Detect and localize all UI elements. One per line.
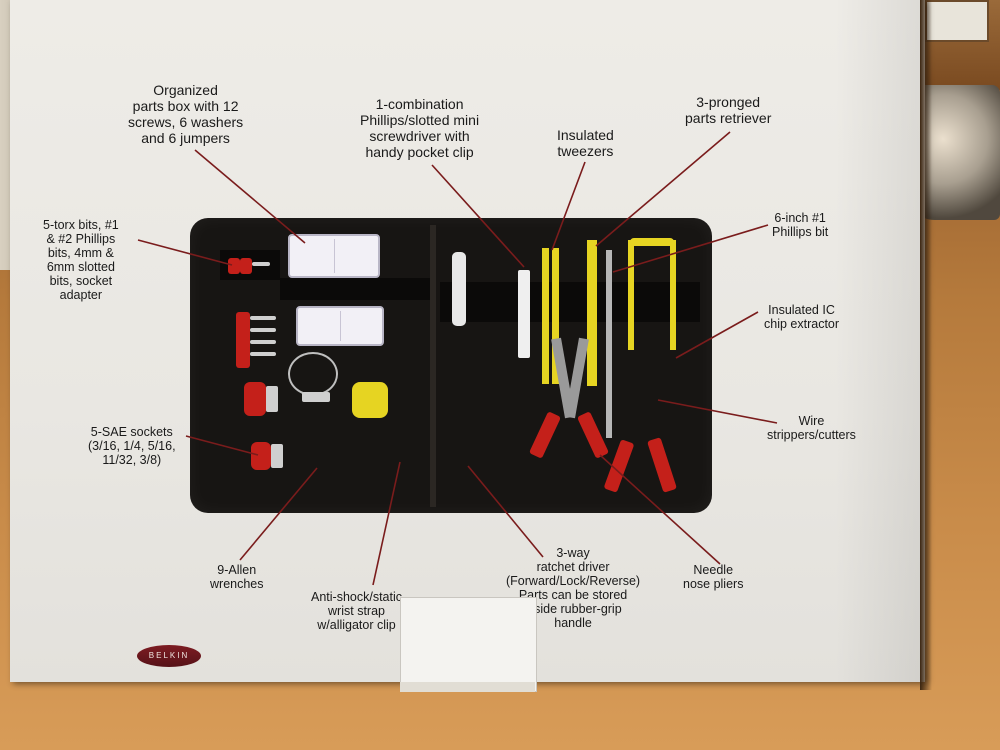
ic-extractor-right xyxy=(670,240,676,350)
label-ratchet-driver: 3-way ratchet driver (Forward/Lock/Rever… xyxy=(506,546,641,630)
socket-silver xyxy=(266,386,278,412)
bit-set xyxy=(236,312,250,368)
ratchet-driver xyxy=(518,270,530,358)
price-sticker xyxy=(400,597,537,692)
label-phillips-bit: 6-inch #1 Phillips bit xyxy=(772,211,829,239)
wrist-strap-pad xyxy=(352,382,388,418)
label-torx-bits: 5-torx bits, #1 & #2 Phillips bits, 4mm … xyxy=(43,218,119,302)
bit-shaft xyxy=(252,262,270,266)
bit-shaft xyxy=(250,352,276,356)
box-edge-shading xyxy=(835,0,925,682)
parts-strap xyxy=(280,278,430,300)
wrist-strap-coil xyxy=(288,352,338,396)
sae-socket-silver xyxy=(271,444,283,468)
brand-logo: BELKIN xyxy=(137,645,201,667)
tweezers-right xyxy=(552,248,559,384)
bit-shaft xyxy=(250,316,276,320)
torx-bit xyxy=(228,258,240,274)
parts-box-top xyxy=(288,234,380,278)
bit-shaft xyxy=(250,340,276,344)
label-parts-retriever: 3-pronged parts retriever xyxy=(685,94,772,126)
box-shadow xyxy=(920,0,932,690)
ic-extractor-top xyxy=(630,238,674,246)
tweezers-left xyxy=(542,248,549,384)
label-needle-nose: Needle nose pliers xyxy=(683,563,744,591)
allen-wrenches xyxy=(302,392,330,402)
bit-shaft xyxy=(250,328,276,332)
box-flap xyxy=(400,682,535,692)
picture-frame xyxy=(925,0,989,42)
label-allen-wrenches: 9-Allen wrenches xyxy=(210,563,264,591)
label-wrist-strap: Anti-shock/static wrist strap w/alligato… xyxy=(311,590,403,632)
socket-red xyxy=(244,382,266,416)
mini-screwdriver xyxy=(452,252,466,326)
case-zipper xyxy=(430,225,436,507)
label-wire-strippers: Wire strippers/cutters xyxy=(767,414,856,442)
label-ic-extractor: Insulated IC chip extractor xyxy=(764,303,840,331)
sae-socket xyxy=(251,442,271,470)
torx-bit xyxy=(240,258,252,274)
label-combination-screwdriver: 1-combination Phillips/slotted mini scre… xyxy=(360,96,480,160)
label-sae-sockets: 5-SAE sockets (3/16, 1/4, 5/16, 11/32, 3… xyxy=(88,425,176,467)
parts-box-bottom xyxy=(296,306,384,346)
label-tweezers: Insulated tweezers xyxy=(557,127,614,159)
ic-extractor-left xyxy=(628,240,634,350)
parts-retriever xyxy=(587,240,597,386)
label-parts-box: Organized parts box with 12 screws, 6 wa… xyxy=(128,82,244,146)
tool-holder-strap xyxy=(440,282,700,322)
phillips-bit xyxy=(606,250,612,438)
